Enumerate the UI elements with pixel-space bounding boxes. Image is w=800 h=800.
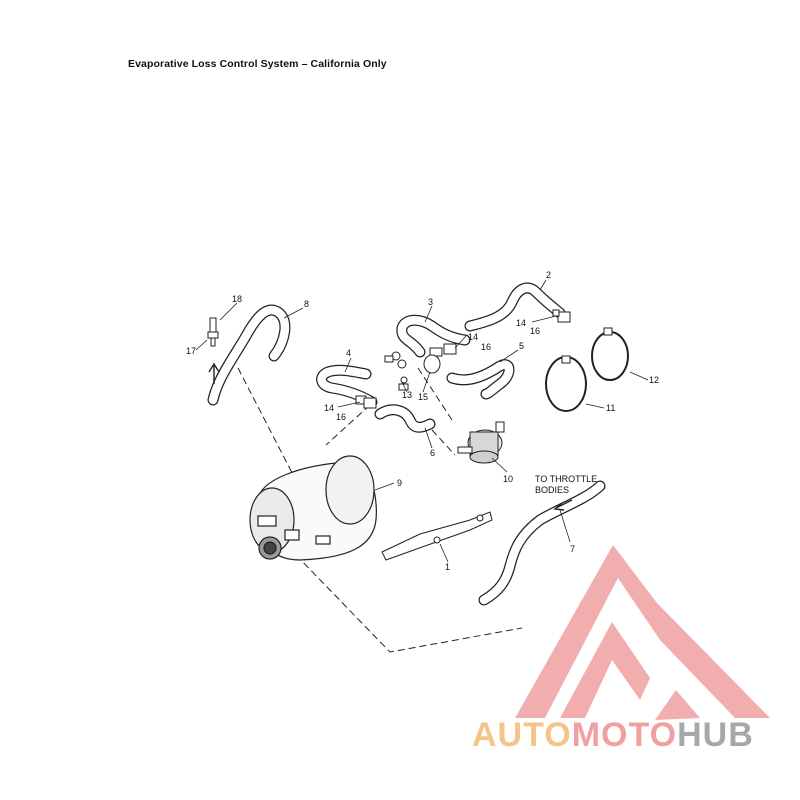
callout-5: 5: [519, 341, 524, 351]
note-line-1: TO THROTTLE: [535, 474, 597, 484]
callout-16a: 16: [481, 342, 491, 352]
flow-arrow-icon: [553, 499, 573, 511]
clamp-11: [545, 356, 587, 412]
callout-18: 18: [232, 294, 242, 304]
callout-8: 8: [304, 299, 309, 309]
callout-17: 17: [186, 346, 196, 356]
watermark-logo: [515, 545, 770, 720]
watermark-text: AUTOMOTOHUB: [472, 716, 754, 755]
callout-3: 3: [428, 297, 433, 307]
callout-16c: 16: [336, 412, 346, 422]
watermark-moto: MOTO: [571, 716, 678, 754]
callout-14c: 14: [324, 403, 334, 413]
fitting-18: [207, 317, 219, 347]
watermark-hub: HUB: [677, 716, 754, 754]
callout-11: 11: [606, 403, 615, 413]
callout-13: 13: [402, 390, 412, 400]
callout-10: 10: [503, 474, 513, 484]
callout-16b: 16: [530, 326, 540, 336]
callout-leaders: [195, 279, 649, 563]
note-line-2: BODIES: [535, 485, 569, 495]
callout-15: 15: [418, 392, 428, 402]
charcoal-canister-9: [249, 455, 377, 561]
clamp-12: [591, 331, 629, 381]
callout-1: 1: [445, 562, 450, 572]
callout-7: 7: [570, 544, 575, 554]
callout-14a: 14: [468, 332, 478, 342]
bracket-1: [381, 511, 493, 561]
callout-6: 6: [430, 448, 435, 458]
purge-valve-10: [457, 421, 505, 464]
callout-4: 4: [346, 348, 351, 358]
clamps-and-fittings: [355, 309, 571, 409]
watermark-auto: AUTO: [472, 716, 572, 754]
diagram-title: Evaporative Loss Control System – Califo…: [128, 58, 387, 70]
callout-14b: 14: [516, 318, 526, 328]
callout-12: 12: [649, 375, 659, 385]
arrow-icon: [208, 362, 220, 384]
callout-2: 2: [546, 270, 551, 280]
callout-9: 9: [397, 478, 402, 488]
